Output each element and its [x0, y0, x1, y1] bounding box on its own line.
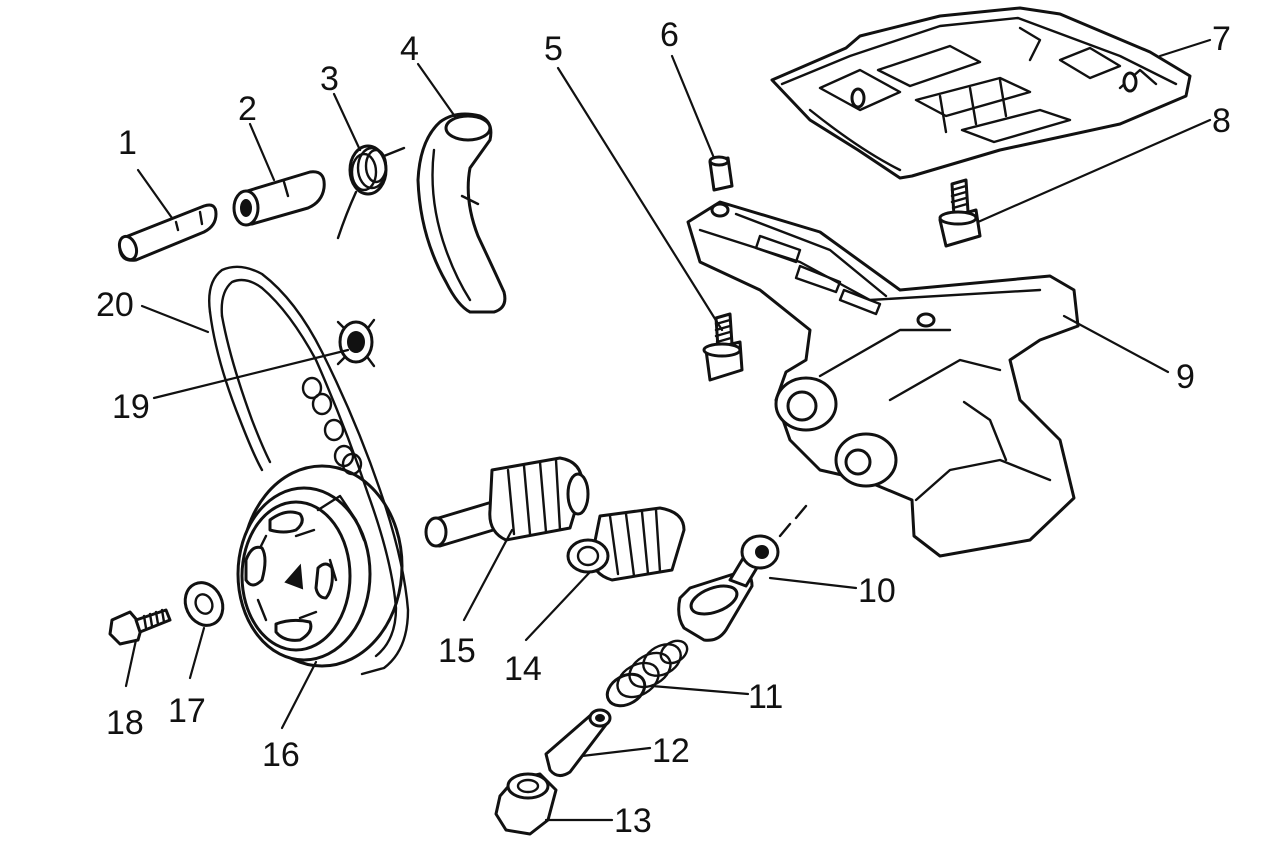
part-7-oil-pan: [770, 6, 1192, 180]
part-13-plug: [494, 772, 558, 836]
callout-7: 7: [1212, 20, 1231, 58]
part-12-pin: [544, 708, 612, 777]
callout-19: 19: [112, 388, 150, 426]
part-9-pump-housing: [686, 200, 1080, 558]
part-18-bolt: [108, 608, 172, 646]
callout-16: 16: [262, 736, 300, 774]
callout-9: 9: [1176, 358, 1195, 396]
part-11-spring: [605, 639, 689, 708]
part-3-spring: [336, 144, 406, 240]
callout-8: 8: [1212, 102, 1231, 140]
callout-17: 17: [168, 692, 206, 730]
callout-14: 14: [504, 650, 542, 688]
callout-3: 3: [320, 60, 339, 98]
callout-1: 1: [118, 124, 137, 162]
part-1-pin: [117, 203, 218, 262]
part-17-washer: [183, 581, 225, 627]
callout-12: 12: [652, 732, 690, 770]
callout-4: 4: [400, 30, 419, 68]
part-16-pulley: [236, 464, 404, 668]
part-4-arm: [416, 112, 507, 314]
callout-labels: 1 2 3 4 5 6 7 8 9 10 11 12 13 14 15 16 1…: [96, 16, 1231, 840]
part-2-bushing: [232, 170, 326, 227]
part-8-bolt: [938, 178, 982, 248]
callout-20: 20: [96, 286, 134, 324]
callout-2: 2: [238, 90, 257, 128]
callout-11: 11: [748, 678, 783, 716]
part-10-plunger: [677, 504, 808, 642]
callout-6: 6: [660, 16, 679, 54]
part-20-belt: [208, 265, 410, 676]
part-5-bolt: [702, 312, 744, 382]
part-19-clip: [336, 318, 376, 368]
callout-15: 15: [438, 632, 476, 670]
part-14-gear: [566, 506, 686, 582]
callout-10: 10: [858, 572, 896, 610]
callout-18: 18: [106, 704, 144, 742]
leader-lines: [124, 38, 1212, 822]
part-15-gear-shaft: [424, 456, 590, 548]
callout-5: 5: [544, 30, 563, 68]
callout-13: 13: [614, 802, 652, 840]
part-6-dowel: [708, 155, 734, 192]
